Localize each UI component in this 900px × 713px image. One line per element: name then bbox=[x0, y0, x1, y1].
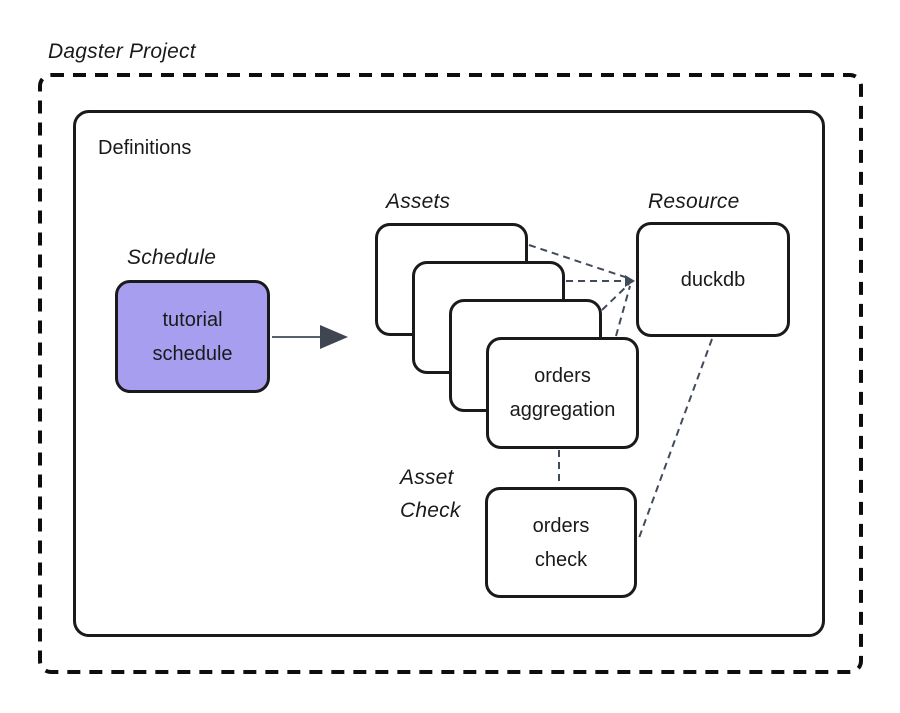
node-orders-aggregation: orders aggregation bbox=[486, 337, 639, 449]
node-orders-check: orders check bbox=[485, 487, 637, 598]
node-tutorial-schedule: tutorial schedule bbox=[115, 280, 270, 393]
schedule-group-label: Schedule bbox=[127, 246, 217, 269]
resource-group-label: Resource bbox=[648, 190, 740, 213]
definitions-label: Definitions bbox=[98, 137, 192, 159]
project-title: Dagster Project bbox=[48, 40, 196, 63]
assets-group-label: Assets bbox=[386, 190, 451, 213]
asset-check-group-label: Asset Check bbox=[400, 466, 461, 522]
node-duckdb: duckdb bbox=[636, 222, 790, 337]
